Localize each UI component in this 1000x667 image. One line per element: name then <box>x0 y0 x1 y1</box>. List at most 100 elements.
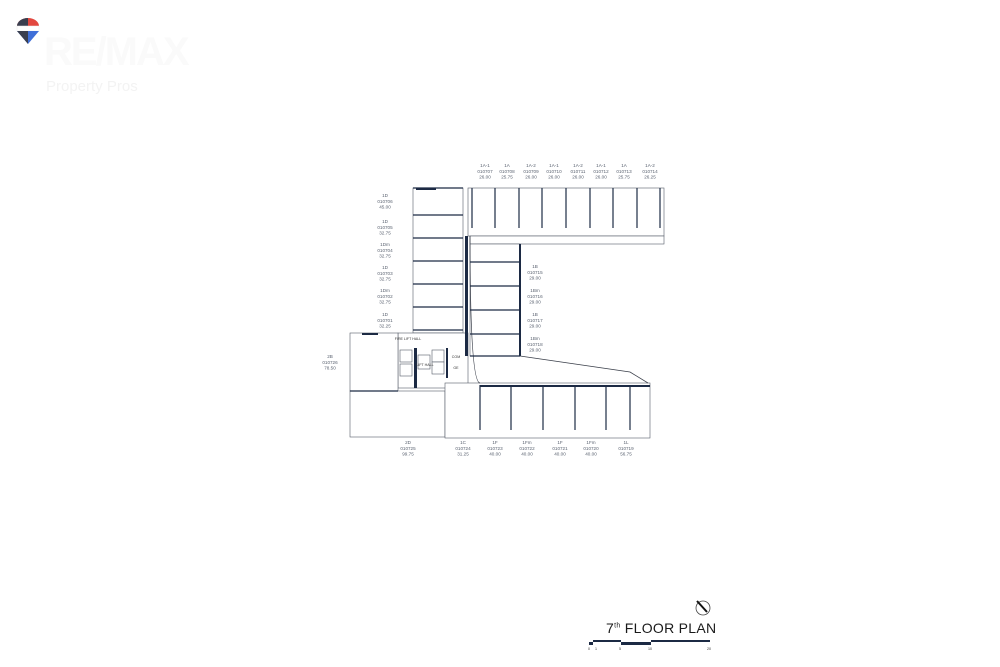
unit-code: 010712 <box>593 169 609 174</box>
unit-type: 1Bm <box>530 336 540 341</box>
unit-type: 1Bm <box>530 288 540 293</box>
unit-type: 1D <box>382 312 389 317</box>
floor-number: 7 <box>606 620 615 636</box>
unit-area: 40.00 <box>489 452 501 457</box>
unit-code: 010719 <box>618 446 634 451</box>
floor-suffix: th <box>614 622 621 630</box>
unit-area: 26.00 <box>525 175 537 180</box>
scale-label: 1 <box>595 647 597 651</box>
unit-type: 1B <box>532 312 538 317</box>
unit-area: 29.00 <box>529 276 541 281</box>
unit-type: 1A <box>504 163 511 168</box>
fire-lift-hall-label: FIRE LIFT HALL <box>395 337 422 341</box>
room-labels: FIRE LIFT HALL LIFT HALL COM GE <box>395 337 460 370</box>
unit-code: 010710 <box>546 169 562 174</box>
unit-type: 1D <box>382 265 389 270</box>
unit-area: 40.00 <box>585 452 597 457</box>
unit-type: 1D <box>382 193 389 198</box>
unit-code: 010720 <box>583 446 599 451</box>
unit-area: 32.75 <box>379 300 391 305</box>
unit-area: 99.75 <box>402 452 414 457</box>
unit-area: 56.75 <box>620 452 632 457</box>
unit-type: 1L <box>623 440 629 445</box>
unit-area: 29.00 <box>529 348 541 353</box>
unit-code: 010726 <box>322 360 338 365</box>
unit-code: 010713 <box>616 169 632 174</box>
unit-type: 1Dm <box>380 288 390 293</box>
unit-area: 78.50 <box>324 366 336 371</box>
unit-code: 010709 <box>523 169 539 174</box>
unit-type: 1F <box>492 440 498 445</box>
unit-area: 29.00 <box>529 300 541 305</box>
scale-label: 10 <box>648 647 652 651</box>
scale-label: 20 <box>707 647 711 651</box>
unit-type: 1B <box>532 264 538 269</box>
unit-area: 29.00 <box>529 324 541 329</box>
unit-area: 31.25 <box>457 452 469 457</box>
unit-area: 32.25 <box>379 324 391 329</box>
unit-area: 32.75 <box>379 254 391 259</box>
scale-label: 0 <box>588 647 590 651</box>
unit-code: 010715 <box>527 270 543 275</box>
unit-type: 2B <box>327 354 333 359</box>
unit-code: 010706 <box>377 199 393 204</box>
unit-area: 26.00 <box>548 175 560 180</box>
unit-area: 32.75 <box>379 231 391 236</box>
unit-area: 40.00 <box>521 452 533 457</box>
com-room-label: COM <box>452 355 460 359</box>
unit-code: 010722 <box>519 446 535 451</box>
logo-subtitle: Property Pros <box>46 78 138 95</box>
lift-hall-label: LIFT HALL <box>416 363 433 367</box>
unit-area: 26.00 <box>595 175 607 180</box>
unit-area: 25.75 <box>618 175 630 180</box>
unit-code: 010711 <box>571 169 586 174</box>
unit-code: 010708 <box>499 169 515 174</box>
unit-area: 26.25 <box>644 175 656 180</box>
unit-code: 010701 <box>377 318 393 323</box>
unit-area: 25.75 <box>501 175 513 180</box>
unit-code: 010717 <box>527 318 543 323</box>
unit-area: 26.00 <box>572 175 584 180</box>
unit-code: 010718 <box>527 342 543 347</box>
unit-code: 010716 <box>527 294 543 299</box>
unit-type: 1A-2 <box>526 163 536 168</box>
unit-code: 010702 <box>377 294 393 299</box>
unit-type: 1D <box>382 219 389 224</box>
unit-labels: 1A-101070726.001A01070825.751A-201070926… <box>322 163 658 457</box>
unit-type: 1Dm <box>380 242 390 247</box>
unit-type: 1A-1 <box>549 163 559 168</box>
unit-type: 1C <box>460 440 467 445</box>
unit-code: 010714 <box>642 169 658 174</box>
plan-walls <box>349 187 665 439</box>
scale-label: 5 <box>619 647 621 651</box>
unit-type: 2D <box>405 440 412 445</box>
north-arrow <box>695 600 711 616</box>
unit-dividers <box>350 187 661 430</box>
scale-bar: 0 1 5 10 20 <box>588 640 711 651</box>
unit-area: 40.00 <box>554 452 566 457</box>
unit-area: 26.00 <box>479 175 491 180</box>
logo-brand: RE/MAX <box>44 30 190 74</box>
unit-code: 010724 <box>455 446 471 451</box>
unit-area: 45.00 <box>379 205 391 210</box>
